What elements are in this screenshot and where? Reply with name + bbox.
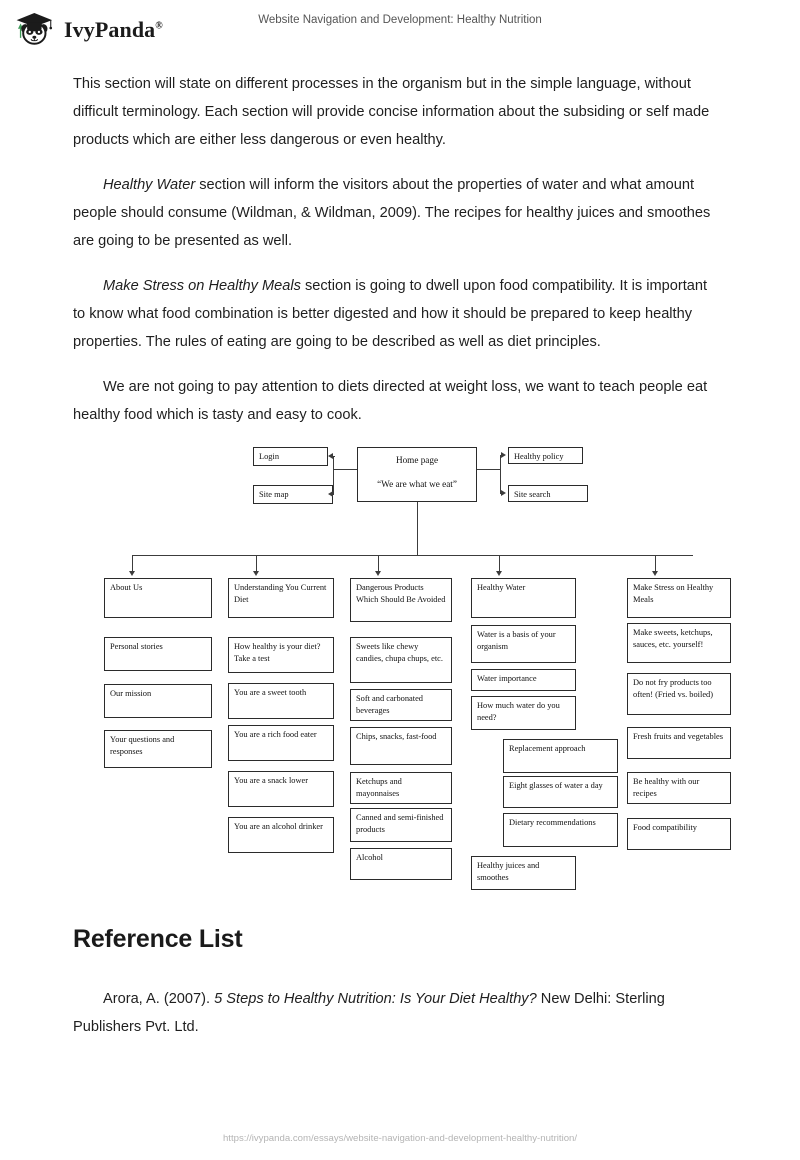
footer-source-url: https://ivypanda.com/essays/website-navi… [222, 1133, 578, 1144]
diagram-node-col-dangerous-products-item-2[interactable]: Soft and carbonated beverages [350, 689, 452, 721]
diagram-node-col-healthy-water-item-5[interactable]: Eight glasses of water a day [503, 776, 618, 808]
brand-name: IvyPanda® [64, 17, 163, 43]
diagram-heading-col-dangerous-products[interactable]: Dangerous Products Which Should Be Avoid… [350, 578, 452, 622]
diagram-node-site-map[interactable]: Site map [253, 485, 333, 504]
panda-graduate-logo-icon [16, 12, 53, 45]
diagram-node-col-healthy-meals-item-1[interactable]: Make sweets, ketchups, sauces, etc. your… [627, 623, 731, 663]
text-run: section is going to dwell upon food comp… [73, 278, 708, 350]
connector-line [333, 456, 335, 457]
arrow-down-icon [128, 571, 135, 576]
diagram-heading-col-healthy-water[interactable]: Healthy Water [471, 578, 576, 618]
connector-line [477, 469, 500, 470]
connector-line [333, 494, 334, 495]
reference-list-entries: Arora, A. (2007). 5 Steps to Healthy Nut… [73, 985, 723, 1041]
connector-line [256, 555, 257, 573]
diagram-node-col-dangerous-products-item-5[interactable]: Canned and semi-finished products [350, 808, 452, 842]
arrow-left-icon [328, 452, 333, 459]
arrow-left-icon [328, 490, 333, 497]
diagram-node-col-understanding-diet-item-2[interactable]: You are a sweet tooth [228, 683, 334, 719]
diagram-node-col-understanding-diet-item-5[interactable]: You are an alcohol drinker [228, 817, 334, 853]
text-run: Arora, A. (2007). [103, 991, 215, 1007]
text-run: We are not going to pay attention to die… [73, 379, 708, 423]
emphasised-text: Make Stress on Healthy Meals [103, 278, 301, 294]
diagram-node-col-dangerous-products-item-4[interactable]: Ketchups and mayonnaises [350, 772, 452, 804]
emphasised-text: Healthy Water [103, 177, 196, 193]
diagram-node-col-healthy-meals-item-5[interactable]: Food compatibility [627, 818, 731, 850]
arrow-down-icon [252, 571, 259, 576]
diagram-node-col-understanding-diet-item-3[interactable]: You are a rich food eater [228, 725, 334, 761]
diagram-node-col-healthy-water-item-7[interactable]: Healthy juices and smoothes [471, 856, 576, 890]
diagram-node-site-search[interactable]: Site search [508, 485, 588, 502]
emphasised-text: 5 Steps to Healthy Nutrition: Is Your Di… [214, 991, 537, 1007]
diagram-node-col-dangerous-products-item-6[interactable]: Alcohol [350, 848, 452, 880]
connector-line [500, 455, 501, 494]
connector-line [132, 555, 133, 573]
arrow-right-icon [501, 451, 506, 458]
reference-entry: Arora, A. (2007). 5 Steps to Healthy Nut… [73, 985, 723, 1041]
diagram-node-col-healthy-water-item-3[interactable]: How much water do you need? [471, 696, 576, 730]
diagram-node-col-healthy-water-item-4[interactable]: Replacement approach [503, 739, 618, 773]
page-header: IvyPanda® Website Navigation and Develop… [0, 0, 800, 58]
diagram-node-col-about-us-item-2[interactable]: Our mission [104, 684, 212, 718]
diagram-node-col-dangerous-products-item-1[interactable]: Sweets like chewy candies, chupa chups, … [350, 637, 452, 683]
diagram-node-col-healthy-water-item-1[interactable]: Water is a basis of your organism [471, 625, 576, 663]
brand-logo-group[interactable]: IvyPanda® [14, 9, 163, 51]
arrow-down-icon [374, 571, 381, 576]
diagram-node-col-healthy-meals-item-4[interactable]: Be healthy with our recipes [627, 772, 731, 804]
diagram-node-col-about-us-item-1[interactable]: Personal stories [104, 637, 212, 671]
diagram-node-login[interactable]: Login [253, 447, 328, 466]
arrow-down-icon [495, 571, 502, 576]
diagram-node-col-healthy-water-item-2[interactable]: Water importance [471, 669, 576, 691]
diagram-heading-col-about-us[interactable]: About Us [104, 578, 212, 618]
diagram-node-healthy-policy[interactable]: Healthy policy [508, 447, 583, 464]
text-run: New Delhi: Sterling Publishers Pvt. Ltd. [73, 991, 665, 1035]
diagram-heading-col-healthy-meals[interactable]: Make Stress on Healthy Meals [627, 578, 731, 618]
paragraph: This section will state on different pro… [73, 70, 723, 154]
diagram-node-col-understanding-diet-item-1[interactable]: How healthy is your diet? Take a test [228, 637, 334, 673]
diagram-node-col-healthy-water-item-6[interactable]: Dietary recommendations [503, 813, 618, 847]
diagram-node-col-healthy-meals-item-3[interactable]: Fresh fruits and vegetables [627, 727, 731, 759]
diagram-node-col-healthy-meals-item-2[interactable]: Do not fry products too often! (Fried vs… [627, 673, 731, 715]
document-title: Website Navigation and Development: Heal… [258, 14, 542, 26]
connector-line [133, 555, 693, 556]
document-body: This section will state on different pro… [73, 70, 723, 446]
registered-mark: ® [155, 20, 163, 32]
paragraph: We are not going to pay attention to die… [73, 373, 723, 429]
diagram-node-col-dangerous-products-item-3[interactable]: Chips, snacks, fast-food [350, 727, 452, 765]
diagram-node-col-understanding-diet-item-4[interactable]: You are a snack lower [228, 771, 334, 807]
connector-line [333, 469, 357, 470]
diagram-heading-col-understanding-diet[interactable]: Understanding You Current Diet [228, 578, 334, 618]
brand-name-text: IvyPanda [64, 17, 156, 42]
text-run: section will inform the visitors about t… [73, 177, 711, 249]
connector-line [333, 456, 334, 495]
connector-line [417, 502, 418, 555]
home-page-tagline: “We are what we eat” [377, 479, 457, 489]
arrow-right-icon [501, 489, 506, 496]
paragraph: Make Stress on Healthy Meals section is … [73, 272, 723, 356]
home-page-title: Home page [395, 455, 439, 465]
arrow-down-icon [651, 571, 658, 576]
reference-list-heading: Reference List [73, 925, 243, 953]
connector-line [655, 555, 656, 573]
paragraph: Healthy Water section will inform the vi… [73, 171, 723, 255]
text-run: This section will state on different pro… [73, 76, 710, 148]
diagram-node-home-page[interactable]: Home page “We are what we eat” [357, 447, 477, 502]
connector-line [499, 555, 500, 573]
connector-line [378, 555, 379, 573]
diagram-node-col-about-us-item-3[interactable]: Your questions and responses [104, 730, 212, 768]
